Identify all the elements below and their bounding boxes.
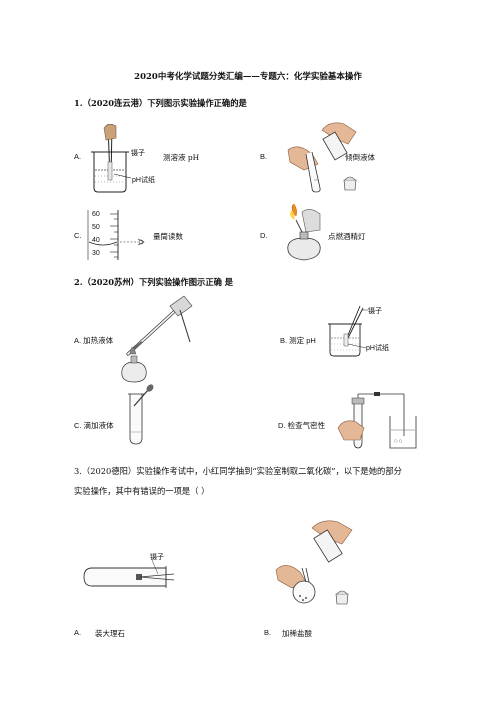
- q1-option-d-letter: D.: [260, 231, 268, 240]
- q1-a-caption: 测溶液 pH: [163, 153, 200, 162]
- q2-b-ph-paper-label: pH试纸: [366, 345, 389, 352]
- question-1-stem: 1.（2020连云港）下列图示实验操作正确的是: [74, 98, 247, 108]
- q1-c-cylinder-figure: [87, 210, 145, 260]
- q1-b-pour-liquid-figure: [287, 122, 357, 193]
- q1-option-a-letter: A.: [74, 152, 82, 161]
- page-title: 2020中考化学试题分类汇编——专题六：化学实验基本操作: [134, 72, 362, 82]
- q3-option-a-letter: A.: [74, 628, 82, 637]
- q3-b-caption: 加稀盐酸: [282, 629, 312, 638]
- q2-option-a-text: A. 加热液体: [74, 336, 114, 345]
- q1-c-tick-40: 40: [92, 237, 100, 244]
- q1-d-caption: 点燃酒精灯: [328, 232, 366, 241]
- q2-option-c-text: C. 滴加液体: [74, 421, 114, 430]
- q1-d-alcohol-lamp-figure: [287, 203, 321, 261]
- q1-option-c-letter: C.: [74, 231, 82, 240]
- q1-c-tick-50: 50: [92, 224, 100, 231]
- q2-a-heat-liquid-figure: [121, 295, 193, 383]
- q3-a-tweezers-label: 镊子: [150, 554, 164, 561]
- q1-c-tick-30: 30: [92, 250, 100, 257]
- q2-c-drop-liquid-figure: [128, 384, 154, 445]
- q3-a-caption: 装大理石: [95, 629, 125, 638]
- q1-b-caption: 倾倒液体: [345, 153, 375, 162]
- q1-c-tick-60: 60: [92, 211, 100, 218]
- q2-b-tweezers-label: 镊子: [368, 308, 382, 315]
- q2-b-ph-figure: [328, 305, 368, 357]
- svg-text:○ ○: ○ ○: [394, 438, 403, 443]
- q3-option-b-letter: B.: [264, 628, 272, 637]
- question-2-stem: 2.（2020苏州）下列实验操作图示正确 是: [74, 277, 234, 287]
- q1-a-ph-test-figure: [91, 123, 132, 193]
- question-3-line-1: 3.（2020德阳）实验操作考试中，小红同学抽到“实验室制取二氧化碳”，以下是她…: [74, 466, 402, 476]
- q1-a-ph-paper-label: pH试纸: [132, 177, 155, 184]
- q2-option-d-text: D. 检查气密性: [278, 421, 326, 430]
- q1-a-tweezers-label: 镊子: [131, 150, 145, 157]
- q1-option-b-letter: B.: [260, 152, 268, 161]
- q3-a-marble-figure: [83, 559, 175, 588]
- question-3-line-2: 实验操作，其中有错误的一项是（ ）: [74, 486, 210, 496]
- q1-c-caption: 量筒读数: [153, 232, 183, 241]
- q2-d-airtight-check-figure: ○ ○: [337, 392, 417, 449]
- q3-b-add-acid-figure: [275, 520, 353, 605]
- q2-option-b-text: B. 测定 pH: [280, 336, 316, 345]
